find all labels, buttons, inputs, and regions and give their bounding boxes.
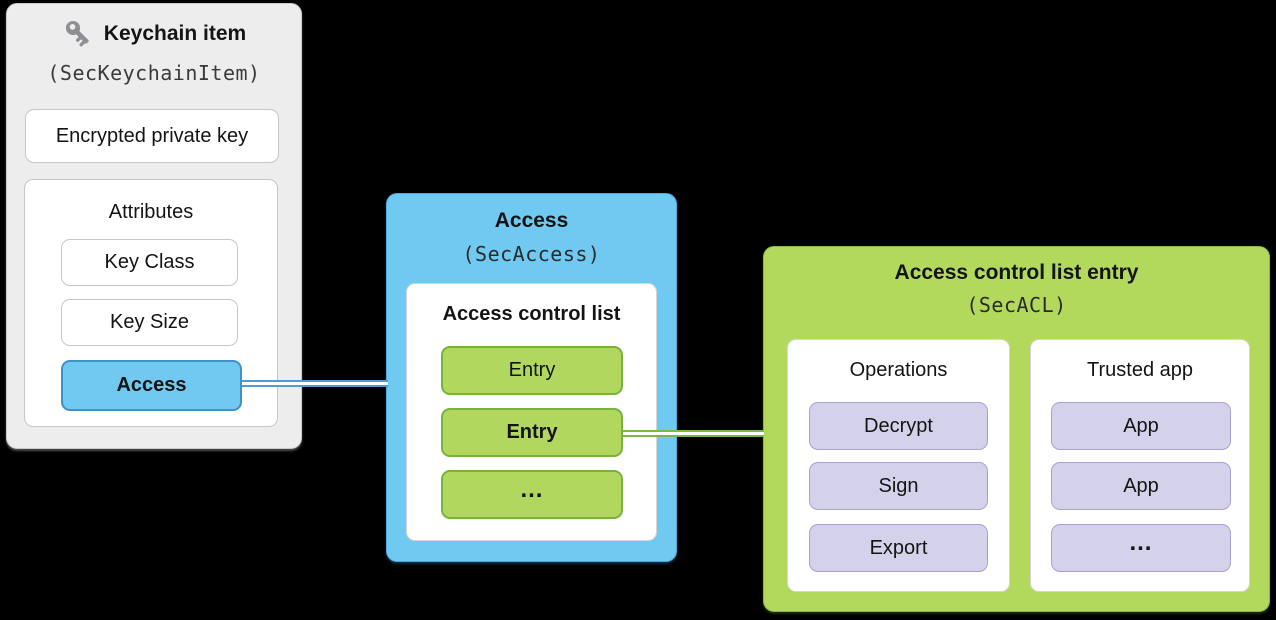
acl-entry-box-more: … <box>441 470 623 519</box>
access-connector-line <box>242 380 388 387</box>
operation-export-box: Export <box>809 524 988 572</box>
access-attribute-box: Access <box>61 360 242 411</box>
operation-sign-box: Sign <box>809 462 988 510</box>
operation-export-label: Export <box>869 536 928 559</box>
acl-entry-panel-title: Access control list entry <box>894 261 1139 284</box>
trusted-app-box-2: App <box>1051 462 1231 510</box>
acl-entry-label-1: Entry <box>508 359 556 381</box>
key-size-label: Key Size <box>110 311 189 333</box>
operations-box: Operations Decrypt Sign Export <box>787 339 1010 592</box>
keychain-item-subtitle: (SecKeychainItem) <box>47 61 261 85</box>
encrypted-private-key-box: Encrypted private key <box>25 109 279 163</box>
acl-entry-label-2: Entry <box>506 421 558 443</box>
keychain-item-header: Keychain item <box>7 17 301 50</box>
access-panel-title: Access <box>494 209 569 232</box>
attributes-box: Attributes Key Class Key Size Access <box>24 179 278 427</box>
access-attribute-label: Access <box>116 374 187 396</box>
keychain-item-panel: Keychain item (SecKeychainItem) Encrypte… <box>6 3 302 449</box>
operations-title: Operations <box>849 359 948 381</box>
keychain-item-title: Keychain item <box>103 21 247 45</box>
access-control-list-title: Access control list <box>442 303 621 325</box>
entry-connector-line <box>623 430 764 437</box>
access-panel: Access (SecAccess) Access control list E… <box>386 193 677 562</box>
key-icon <box>62 17 95 50</box>
acl-entry-panel: Access control list entry (SecACL) Opera… <box>763 246 1270 612</box>
acl-entry-ellipsis: … <box>519 475 545 503</box>
trusted-app-ellipsis: … <box>1128 529 1154 556</box>
acl-entry-box-2: Entry <box>441 408 623 457</box>
key-class-label: Key Class <box>104 251 195 273</box>
access-control-list-box: Access control list Entry Entry … <box>406 283 657 541</box>
key-size-box: Key Size <box>61 299 238 346</box>
encrypted-private-key-label: Encrypted private key <box>55 124 249 147</box>
key-class-box: Key Class <box>61 239 238 286</box>
operation-sign-label: Sign <box>878 474 919 497</box>
operation-decrypt-label: Decrypt <box>864 414 933 437</box>
acl-entry-panel-subtitle: (SecACL) <box>966 293 1067 317</box>
attributes-title: Attributes <box>108 201 194 223</box>
trusted-app-box-more: … <box>1051 524 1231 572</box>
trusted-app-label-1: App <box>1123 414 1159 437</box>
trusted-app-title: Trusted app <box>1087 359 1193 381</box>
trusted-app-label-2: App <box>1123 474 1159 497</box>
operation-decrypt-box: Decrypt <box>809 402 988 450</box>
trusted-app-box-1: App <box>1051 402 1231 450</box>
trusted-app-box: Trusted app App App … <box>1030 339 1250 592</box>
acl-entry-box-1: Entry <box>441 346 623 395</box>
access-panel-subtitle: (SecAccess) <box>462 242 601 266</box>
